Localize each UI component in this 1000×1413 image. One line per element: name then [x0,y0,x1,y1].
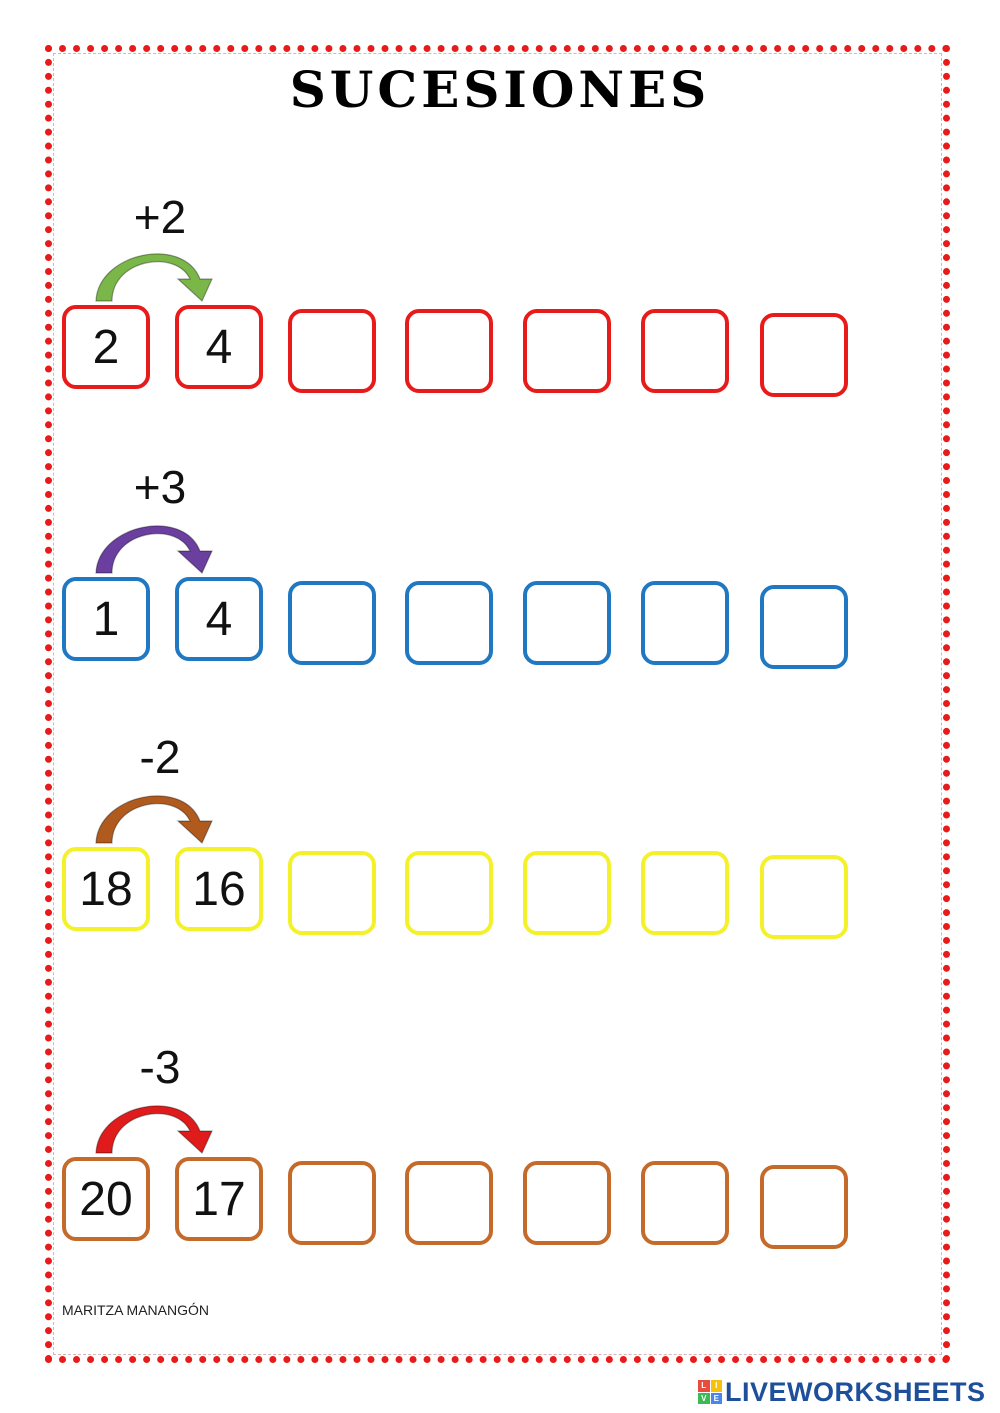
step-label: -2 [139,731,181,783]
sequence-answer-box[interactable] [760,1165,848,1249]
sequence-answer-box[interactable] [288,1161,376,1245]
sequence-given-box: 20 [62,1157,150,1241]
sequence-given-box: 1 [62,577,150,661]
sequence-answer-box[interactable] [288,851,376,935]
logo-letter: I [710,1380,722,1392]
liveworksheets-logo-icon: L I V E [698,1380,722,1404]
sequence-given-box: 4 [175,305,263,389]
author-credit: MARITZA MANANGÓN [62,1302,210,1318]
step-label: +3 [133,461,187,513]
dotted-border-frame [45,45,950,1363]
liveworksheets-brand[interactable]: L I V E LIVEWORKSHEETS [698,1376,986,1408]
sequence-answer-box[interactable] [405,309,493,393]
sequence-answer-box[interactable] [760,855,848,939]
brand-name: LIVEWORKSHEETS [725,1376,986,1407]
worksheet-title: SUCESIONES [289,60,711,119]
sequence-answer-box[interactable] [405,851,493,935]
sequence-answer-box[interactable] [523,851,611,935]
sequence-answer-box[interactable] [523,581,611,665]
sequence-given-box: 2 [62,305,150,389]
sequence-given-box: 4 [175,577,263,661]
logo-letter: L [698,1380,710,1392]
sequence-answer-box[interactable] [641,309,729,393]
sequence-given-box: 18 [62,847,150,931]
sequence-answer-box[interactable] [760,313,848,397]
logo-letter: V [698,1392,710,1404]
sequence-answer-box[interactable] [405,581,493,665]
curved-arrow-icon [95,795,213,845]
sequence-answer-box[interactable] [641,851,729,935]
sequence-answer-box[interactable] [288,581,376,665]
sequence-given-box: 16 [175,847,263,931]
sequence-given-box: 17 [175,1157,263,1241]
curved-arrow-icon [95,1105,213,1155]
step-label: -3 [139,1041,181,1093]
sequence-answer-box[interactable] [405,1161,493,1245]
sequence-answer-box[interactable] [523,1161,611,1245]
sequence-answer-box[interactable] [641,1161,729,1245]
sequence-answer-box[interactable] [523,309,611,393]
logo-letter: E [710,1392,722,1404]
curved-arrow-icon [95,253,213,303]
sequence-answer-box[interactable] [288,309,376,393]
sequence-answer-box[interactable] [760,585,848,669]
inner-dashed-border [53,53,942,1355]
curved-arrow-icon [95,525,213,575]
sequence-answer-box[interactable] [641,581,729,665]
step-label: +2 [133,191,187,243]
